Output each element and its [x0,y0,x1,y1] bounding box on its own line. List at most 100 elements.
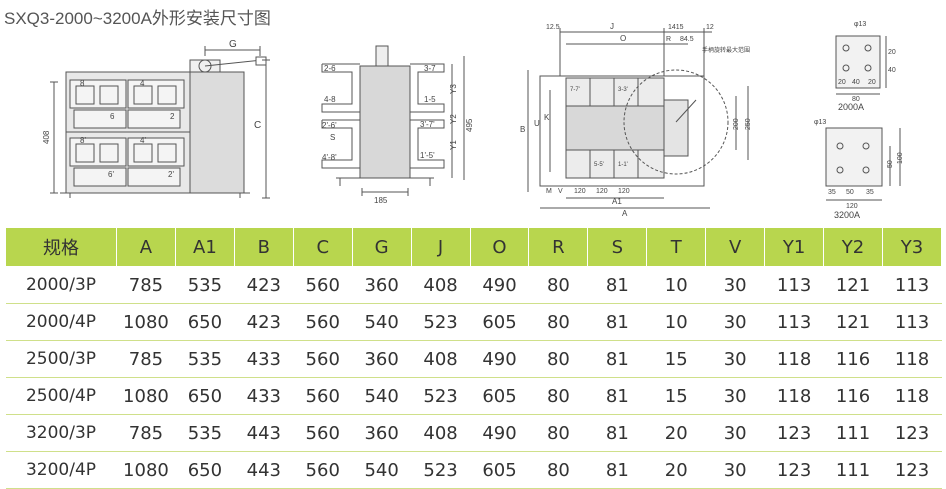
column-header: A [116,227,176,267]
table-cell: 30 [705,303,765,341]
table-cell: 15 [646,340,706,378]
table-cell: 2500/4P [5,377,117,415]
side-view-drawing [321,45,465,196]
table-cell: 540 [352,377,412,415]
side-label: 1'-5' [420,151,435,160]
table-cell: 3200/3P [5,414,117,452]
table-cell: 113 [764,266,824,304]
dimension-table: 规格 A A1 B C G J O R S T V Y1 Y2 Y3 2000/… [5,227,943,489]
top-dim-r: R [666,36,671,43]
table-cell: 1080 [116,303,176,341]
front-dim-c: C [254,120,261,131]
column-header: 规格 [5,227,117,267]
column-header: Y3 [881,227,943,267]
front-cell-label: 6' [108,170,114,179]
table-cell: 30 [705,451,765,489]
table-cell: 408 [411,340,471,378]
top-dim-a1: A1 [612,197,622,206]
table-cell: 118 [882,377,942,415]
top-dim-a: A [622,209,628,218]
table-cell: 116 [823,340,883,378]
table-cell: 81 [587,414,647,452]
column-header: B [233,227,294,267]
table-cell: 408 [411,414,471,452]
table-cell: 540 [352,451,412,489]
front-dim-g: G [229,39,237,50]
table-cell: 30 [705,340,765,378]
table-cell: 360 [352,266,412,304]
table-cell: 80 [528,340,588,378]
table-cell: 490 [470,340,529,378]
table-cell: 423 [234,266,294,304]
table-cell: 81 [587,377,647,415]
table-cell: 30 [705,266,765,304]
side-label: 2-6 [324,64,336,73]
column-header: T [646,227,707,267]
table-cell: 560 [293,414,353,452]
hole3200-dim: 100 [897,152,904,164]
column-header: S [587,227,648,267]
hole-pattern-3200a [825,127,901,201]
table-cell: 560 [293,451,353,489]
front-cell-label: 6 [110,112,115,121]
table-cell: 433 [234,377,294,415]
table-cell: 560 [293,266,353,304]
table-cell: 560 [293,303,353,341]
table-cell: 113 [882,266,942,304]
table-cell: 785 [116,340,176,378]
table-cell: 605 [470,303,529,341]
table-cell: 360 [352,414,412,452]
top-note: 手柄旋转最大范围 [702,46,750,54]
table-cell: 118 [764,340,824,378]
table-cell: 423 [234,303,294,341]
table-cell: 116 [823,377,883,415]
top-dim-12: 12 [706,24,714,31]
column-header: O [469,227,530,267]
top-cell-label: 1-1' [618,162,628,168]
table-cell: 121 [823,266,883,304]
table-cell: 20 [646,414,706,452]
hole2000-dim: 20 [868,79,876,86]
front-view-drawing [50,46,270,199]
table-cell: 118 [882,340,942,378]
top-dim-120: 120 [596,188,608,195]
table-cell: 15 [646,377,706,415]
hole2000-dia: φ13 [854,21,866,28]
table-header-row: 规格 A A1 B C G J O R S T V Y1 Y2 Y3 [5,227,943,267]
table-cell: 535 [175,340,235,378]
table-cell: 785 [116,266,176,304]
hole2000-dim: 20 [838,79,846,86]
top-dim-12-5: 12.5 [546,24,560,31]
side-label: 4-8 [324,95,336,104]
table-cell: 523 [411,377,471,415]
column-header: R [528,227,589,267]
table-cell: 10 [646,303,706,341]
top-cell-label: 5-5' [594,162,604,168]
table-cell: 80 [528,377,588,415]
hole2000-dim: 80 [852,96,860,103]
side-dim-y3: Y3 [449,84,458,94]
top-dim-250: 250 [745,118,752,130]
table-cell: 540 [352,303,412,341]
top-dim-o: O [620,34,626,43]
table-cell: 605 [470,451,529,489]
front-cell-label: 2' [168,170,174,179]
table-cell: 408 [411,266,471,304]
side-dim-y1: Y1 [449,140,458,150]
front-cell-label: 4' [140,136,146,145]
side-label: 4'-8' [322,153,337,162]
table-cell: 2000/3P [5,266,117,304]
table-cell: 30 [705,414,765,452]
hole3200-dim: 35 [866,189,874,196]
front-cell-label: 8 [80,79,85,88]
top-dim-j: J [610,22,614,31]
table-cell: 560 [293,377,353,415]
hole3200-caption: 3200A [834,210,860,220]
side-dim-y2: Y2 [449,114,458,124]
column-header: V [705,227,766,267]
page-title: SXQ3-2000~3200A外形安装尺寸图 [4,9,271,28]
